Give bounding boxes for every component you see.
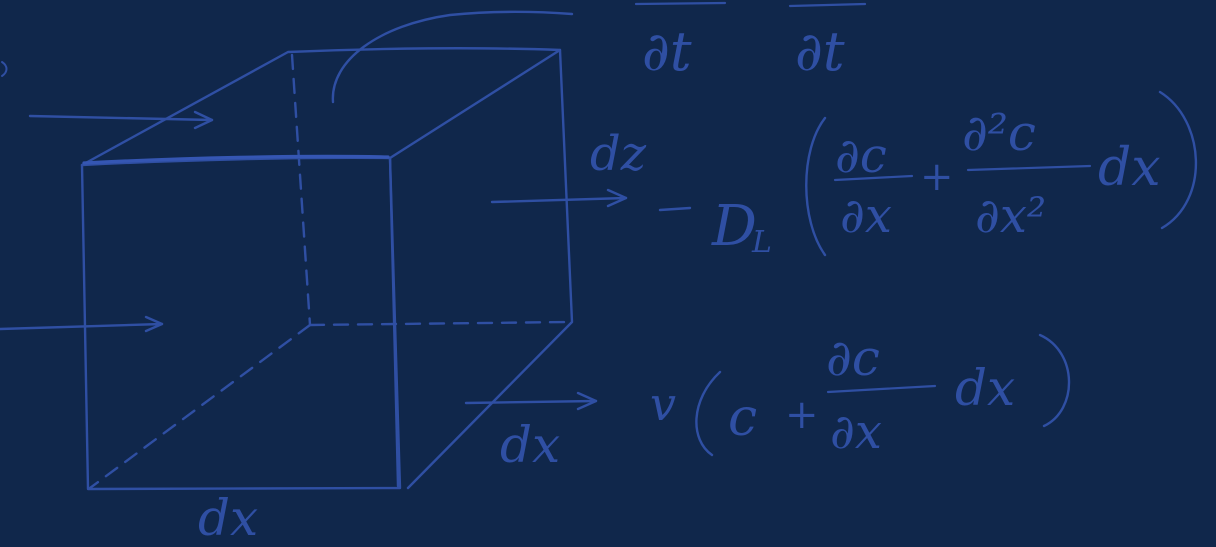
advection-term: v c + ∂c ∂x dx [650,329,1071,460]
edge-fragment [1,61,8,77]
arrow-out-dx [464,391,598,411]
dx-bottom-label: dx [198,489,258,547]
advection-partial-x: ∂x [830,404,882,460]
arrow-in-top [28,110,214,130]
dispersion-coefficient: D [711,194,757,259]
cube-front-edge-inner [388,156,400,488]
cube-hidden-diagonal [88,323,312,490]
arrow-in-middle [0,315,164,333]
top-fraction-denominator-right: ∂t [795,20,845,83]
dispersion-second-partial-c: ∂²c [962,104,1036,162]
curved-arrow-top [331,10,574,104]
control-volume-cube [80,47,574,491]
advection-close-paren [1038,333,1071,428]
dz-label: dz [590,126,647,182]
dispersion-second-partial-x: ∂x² [975,188,1046,244]
cube-front-face [80,156,402,491]
dispersion-close-paren [1158,90,1198,230]
advection-open-paren [695,370,722,457]
top-fraction-fragment [634,1,867,8]
dispersion-partial-x: ∂x [840,188,892,244]
advection-plus: + [785,392,819,438]
cube-top-highlight [82,154,390,165]
dx-edge-label: dx [500,416,560,474]
dispersion-dx: dx [1098,138,1161,198]
cube-top-face [80,47,562,167]
dispersion-fraction-bar-2 [966,164,1092,172]
advection-fraction-bar [826,384,937,394]
cube-hidden-vertical [290,53,312,327]
advection-partial-c: ∂c [826,329,880,387]
cube-right-edge [406,48,574,490]
advection-c: c [728,388,757,448]
dispersion-plus: + [920,154,954,200]
top-fraction-denominator-left: ∂t [642,20,692,83]
top-fraction-bar-right [788,2,867,8]
minus-sign [658,206,692,212]
top-fraction-bar-left [634,1,727,6]
advection-dx: dx [955,359,1015,417]
flux-arrows [0,10,628,411]
cube-hidden-horizontal [308,320,572,327]
dispersion-subscript: L [751,225,772,260]
dispersion-partial-c: ∂c [835,128,887,184]
dispersion-fraction-bar-1 [833,174,914,182]
arrow-out-dz [490,188,628,208]
dispersion-term: D L ∂c ∂x + ∂²c ∂x² dx [658,90,1198,260]
dispersion-open-paren [805,116,827,257]
advection-velocity: v [650,377,676,431]
